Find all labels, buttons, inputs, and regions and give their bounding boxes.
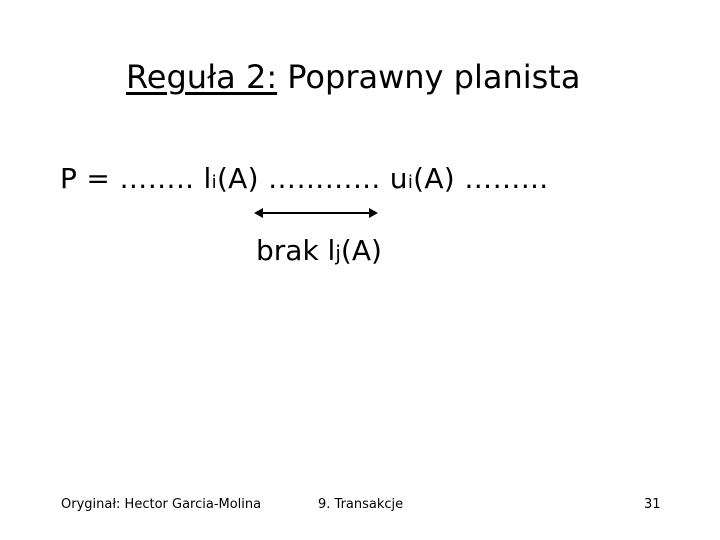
- footer-section: 9. Transakcje: [318, 497, 404, 512]
- formula-subscript-i-lock: i: [211, 172, 217, 193]
- brak-tail: (A): [340, 234, 382, 267]
- slide-title: Reguła 2: Poprawny planista: [126, 58, 580, 96]
- no-lock-annotation: brak lj(A): [256, 234, 382, 267]
- brak-subscript-j: j: [335, 241, 341, 265]
- footer-author: Oryginał: Hector Garcia-Molina: [61, 497, 262, 512]
- formula-middle: (A) ………... u: [216, 162, 408, 195]
- rule-label: Reguła 2:: [126, 58, 278, 96]
- formula-tail: (A) ……...: [413, 162, 549, 195]
- rule-description: Poprawny planista: [277, 58, 581, 96]
- footer-page-number: 31: [644, 497, 661, 512]
- schedule-formula: P = …….. li(A) ………... ui(A) ……...: [60, 162, 548, 195]
- formula-subscript-i-unlock: i: [407, 172, 414, 193]
- formula-lead: P = …….. l: [60, 162, 212, 195]
- double-arrow-icon: [254, 208, 378, 218]
- brak-text: brak l: [256, 234, 336, 267]
